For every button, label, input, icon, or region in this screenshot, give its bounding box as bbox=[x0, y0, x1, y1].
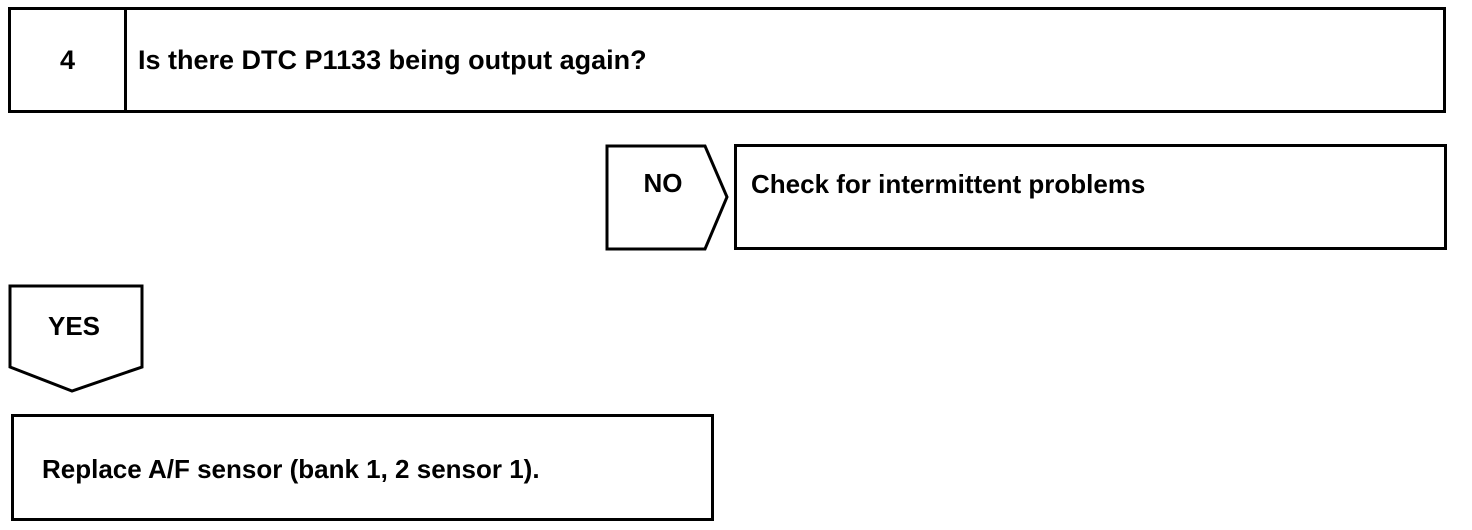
step-box: 4 Is there DTC P1133 being output again? bbox=[8, 7, 1446, 113]
no-label: NO bbox=[643, 168, 683, 198]
yes-label: YES bbox=[47, 311, 101, 341]
no-result-box: Check for intermittent problems bbox=[734, 144, 1447, 250]
yes-result-text: Replace A/F sensor (bank 1, 2 sensor 1). bbox=[42, 454, 540, 484]
yes-result-box: Replace A/F sensor (bank 1, 2 sensor 1). bbox=[11, 414, 714, 521]
step-question: Is there DTC P1133 being output again? bbox=[138, 44, 647, 75]
step-number: 4 bbox=[11, 10, 127, 110]
no-result-text: Check for intermittent problems bbox=[751, 169, 1146, 199]
